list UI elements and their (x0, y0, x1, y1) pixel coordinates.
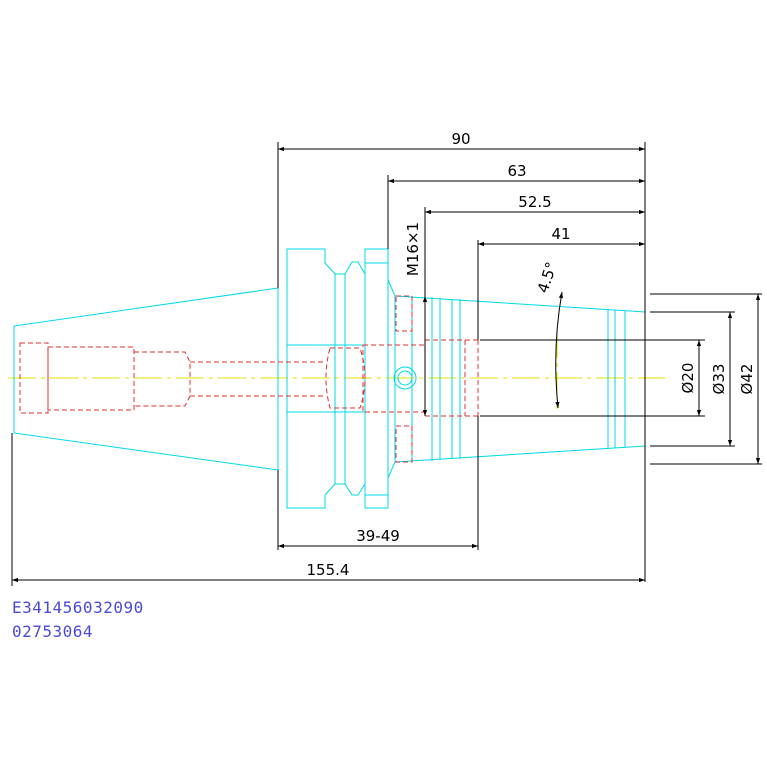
extension-lines (11, 142, 762, 586)
dimension-labels: 90 63 52.5 41 39-49 155.4 Ø20 Ø33 Ø42 M1… (307, 130, 756, 579)
dim-arc-angle (555, 291, 564, 409)
dim-label-41: 41 (551, 225, 570, 243)
dim-label-dia33: Ø33 (710, 364, 728, 395)
dim-label-angle: 4.5° (534, 260, 561, 295)
dim-label-63: 63 (507, 162, 526, 180)
dim-label-155-4: 155.4 (307, 561, 350, 579)
dim-label-39-49: 39-49 (356, 527, 400, 545)
hidden-features (19, 295, 479, 463)
dim-label-52-5: 52.5 (518, 193, 551, 211)
dim-label-90: 90 (451, 130, 470, 148)
taper-shank (13, 287, 279, 471)
part-code-line-1: E341456032090 (12, 598, 144, 617)
centerline (8, 330, 665, 410)
part-code-line-2: 02753064 (12, 622, 94, 641)
dim-label-thread: M16×1 (404, 222, 422, 276)
collet-nose (325, 295, 646, 463)
dim-label-dia42: Ø42 (738, 364, 756, 395)
dim-label-dia20: Ø20 (679, 363, 697, 394)
dimension-lines (12, 146, 761, 583)
